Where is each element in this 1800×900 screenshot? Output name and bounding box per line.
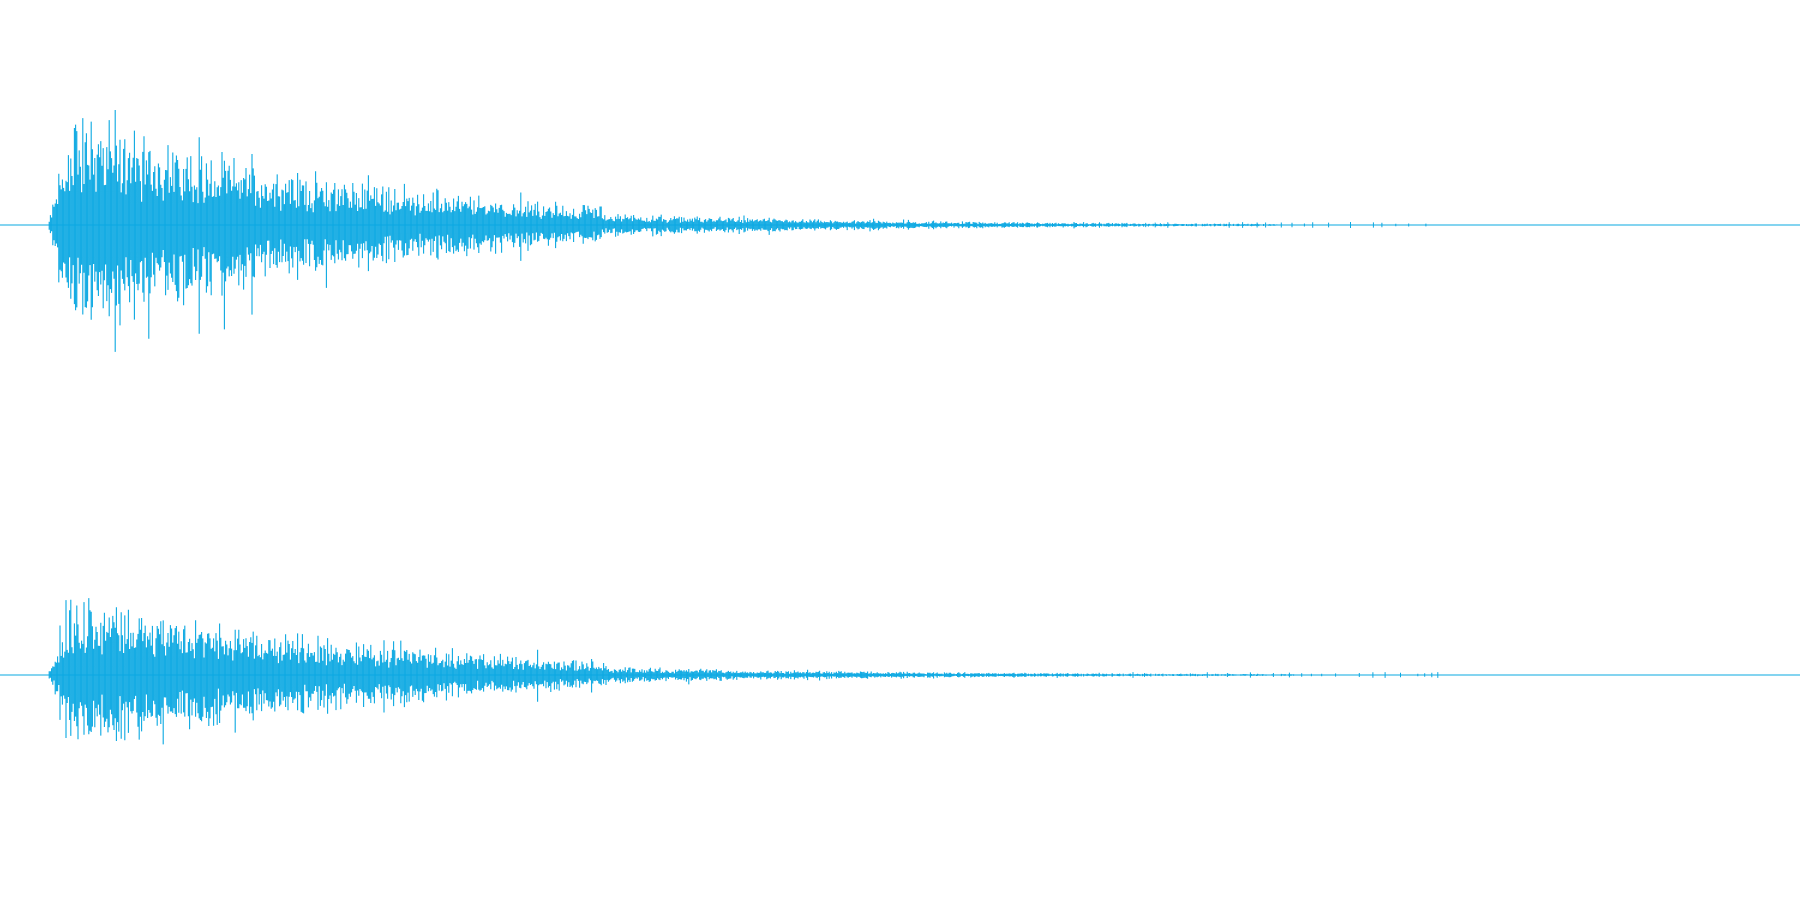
channel-waveform-path [48,110,1278,352]
channel-tail-path [1045,672,1439,678]
channel-1-waveform[interactable] [0,110,1800,352]
channel-tail-path [1027,222,1427,228]
channel-waveform-path [48,598,1296,745]
channel-2-waveform[interactable] [0,598,1800,745]
